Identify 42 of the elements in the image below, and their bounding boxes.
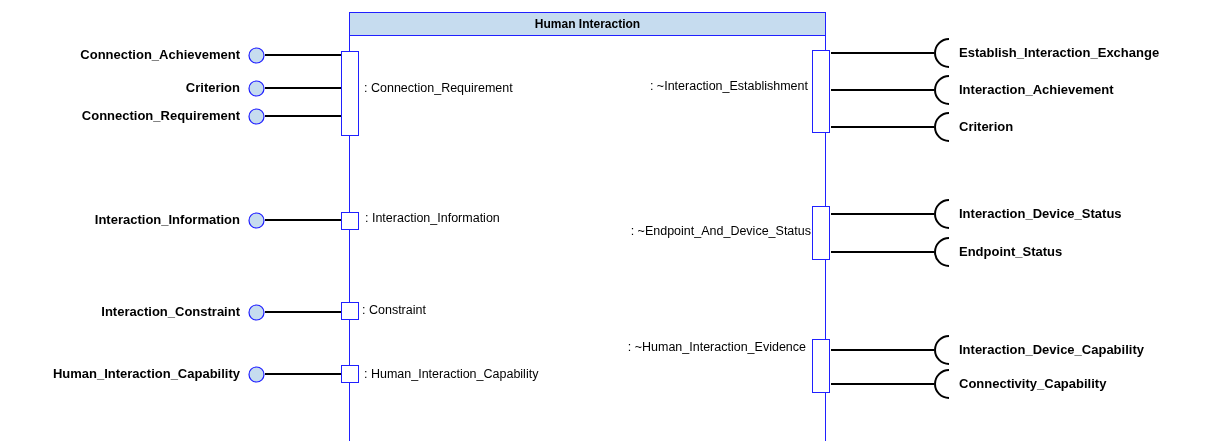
connector-line bbox=[830, 126, 935, 128]
port-box bbox=[341, 302, 359, 320]
port-box bbox=[812, 339, 830, 393]
connector-line bbox=[264, 115, 342, 117]
connector-line bbox=[830, 89, 935, 91]
port-label: : Human_Interaction_Capability bbox=[364, 367, 539, 382]
block-frame bbox=[349, 12, 826, 441]
connector-line bbox=[830, 213, 935, 215]
interface-label: Connectivity_Capability bbox=[959, 375, 1107, 394]
port-label: : ~Endpoint_And_Device_Status bbox=[630, 224, 811, 239]
interface-label: Connection_Requirement bbox=[81, 107, 240, 126]
interface-label: Interaction_Device_Capability bbox=[959, 341, 1144, 360]
interface-label: Human_Interaction_Capability bbox=[52, 365, 240, 384]
interface-label: Criterion bbox=[185, 79, 240, 98]
connector-line bbox=[264, 373, 342, 375]
connector-line bbox=[264, 87, 342, 89]
port-box bbox=[341, 51, 359, 136]
connector-line bbox=[264, 311, 342, 313]
port-box bbox=[812, 50, 830, 133]
interface-label: Interaction_Constraint bbox=[101, 303, 240, 322]
port-label: : Constraint bbox=[362, 303, 426, 318]
connector-line bbox=[830, 251, 935, 253]
interface-label: Interaction_Device_Status bbox=[959, 205, 1122, 224]
port-box bbox=[341, 212, 359, 230]
connector-line bbox=[264, 54, 342, 56]
port-label: : ~Human_Interaction_Evidence bbox=[627, 340, 806, 355]
interface-label: Criterion bbox=[959, 118, 1014, 137]
interface-label: Interaction_Achievement bbox=[959, 81, 1114, 100]
block-title: Human Interaction bbox=[350, 13, 825, 36]
interface-label: Establish_Interaction_Exchange bbox=[959, 44, 1160, 63]
port-label: : Connection_Requirement bbox=[364, 81, 513, 96]
port-label: : ~Interaction_Establishment bbox=[649, 79, 808, 94]
connector-line bbox=[830, 349, 935, 351]
connector-line bbox=[830, 383, 935, 385]
port-label: : Interaction_Information bbox=[365, 211, 500, 226]
connector-line bbox=[830, 52, 935, 54]
interface-label: Connection_Achievement bbox=[80, 46, 240, 65]
interface-label: Endpoint_Status bbox=[959, 243, 1063, 262]
port-box bbox=[341, 365, 359, 383]
interface-label: Interaction_Information bbox=[94, 211, 240, 230]
connector-line bbox=[264, 219, 342, 221]
port-box bbox=[812, 206, 830, 260]
